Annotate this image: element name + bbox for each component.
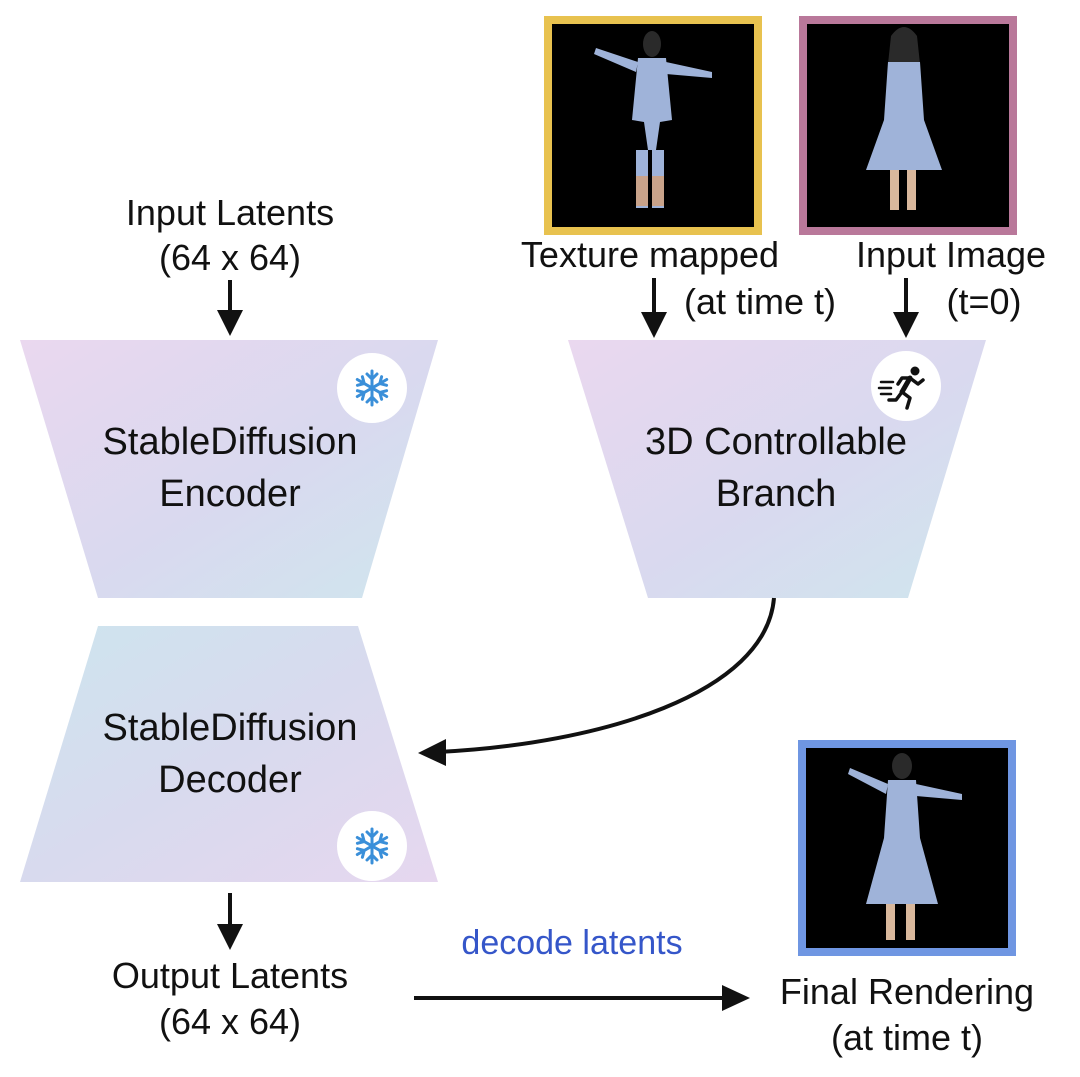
output-latents-size: (64 x 64) <box>159 1001 301 1042</box>
output-latents-label: Output Latents <box>112 955 348 996</box>
texture-figure <box>594 31 712 208</box>
controllable-branch-block: 3D Controllable Branch <box>568 340 986 598</box>
input-latents-size: (64 x 64) <box>159 237 301 278</box>
decoder-subtitle: Decoder <box>158 759 302 801</box>
decode-latents-label: decode latents <box>461 924 682 962</box>
input-to-encoder-arrow <box>217 280 243 336</box>
decoder-trapezoid <box>20 626 438 882</box>
final-rendering-time: (at time t) <box>831 1017 983 1058</box>
texture-mapped-image <box>544 16 762 235</box>
branch-to-decoder-arrow <box>418 597 776 766</box>
encoder-subtitle: Encoder <box>159 473 301 515</box>
encoder-title: StableDiffusion <box>103 421 358 463</box>
final-rendering-label: Final Rendering <box>780 971 1034 1012</box>
snowflake-icon <box>337 353 407 423</box>
encoder-trapezoid <box>20 340 438 598</box>
branch-title: 3D Controllable <box>645 421 907 463</box>
branch-subtitle: Branch <box>716 473 836 515</box>
texture-to-branch-arrow <box>641 278 667 338</box>
decoder-to-output-arrow <box>217 893 243 950</box>
input-latents-label: Input Latents <box>126 192 334 233</box>
input-image-label: Input Image <box>856 234 1046 275</box>
snowflake-icon <box>337 811 407 881</box>
decoder-block: StableDiffusion Decoder <box>20 626 438 882</box>
final-figure <box>848 753 962 940</box>
input-image-time: (t=0) <box>946 281 1021 322</box>
texture-mapped-time: (at time t) <box>684 281 836 322</box>
input-image <box>799 16 1017 235</box>
final-rendering-image <box>798 740 1016 956</box>
texture-mapped-label: Texture mapped <box>521 234 779 275</box>
input-to-branch-arrow <box>893 278 919 338</box>
decode-latents-arrow <box>414 985 750 1011</box>
decoder-title: StableDiffusion <box>103 707 358 749</box>
input-figure <box>866 27 942 210</box>
running-person-icon <box>871 351 941 421</box>
encoder-block: StableDiffusion Encoder <box>20 340 438 598</box>
